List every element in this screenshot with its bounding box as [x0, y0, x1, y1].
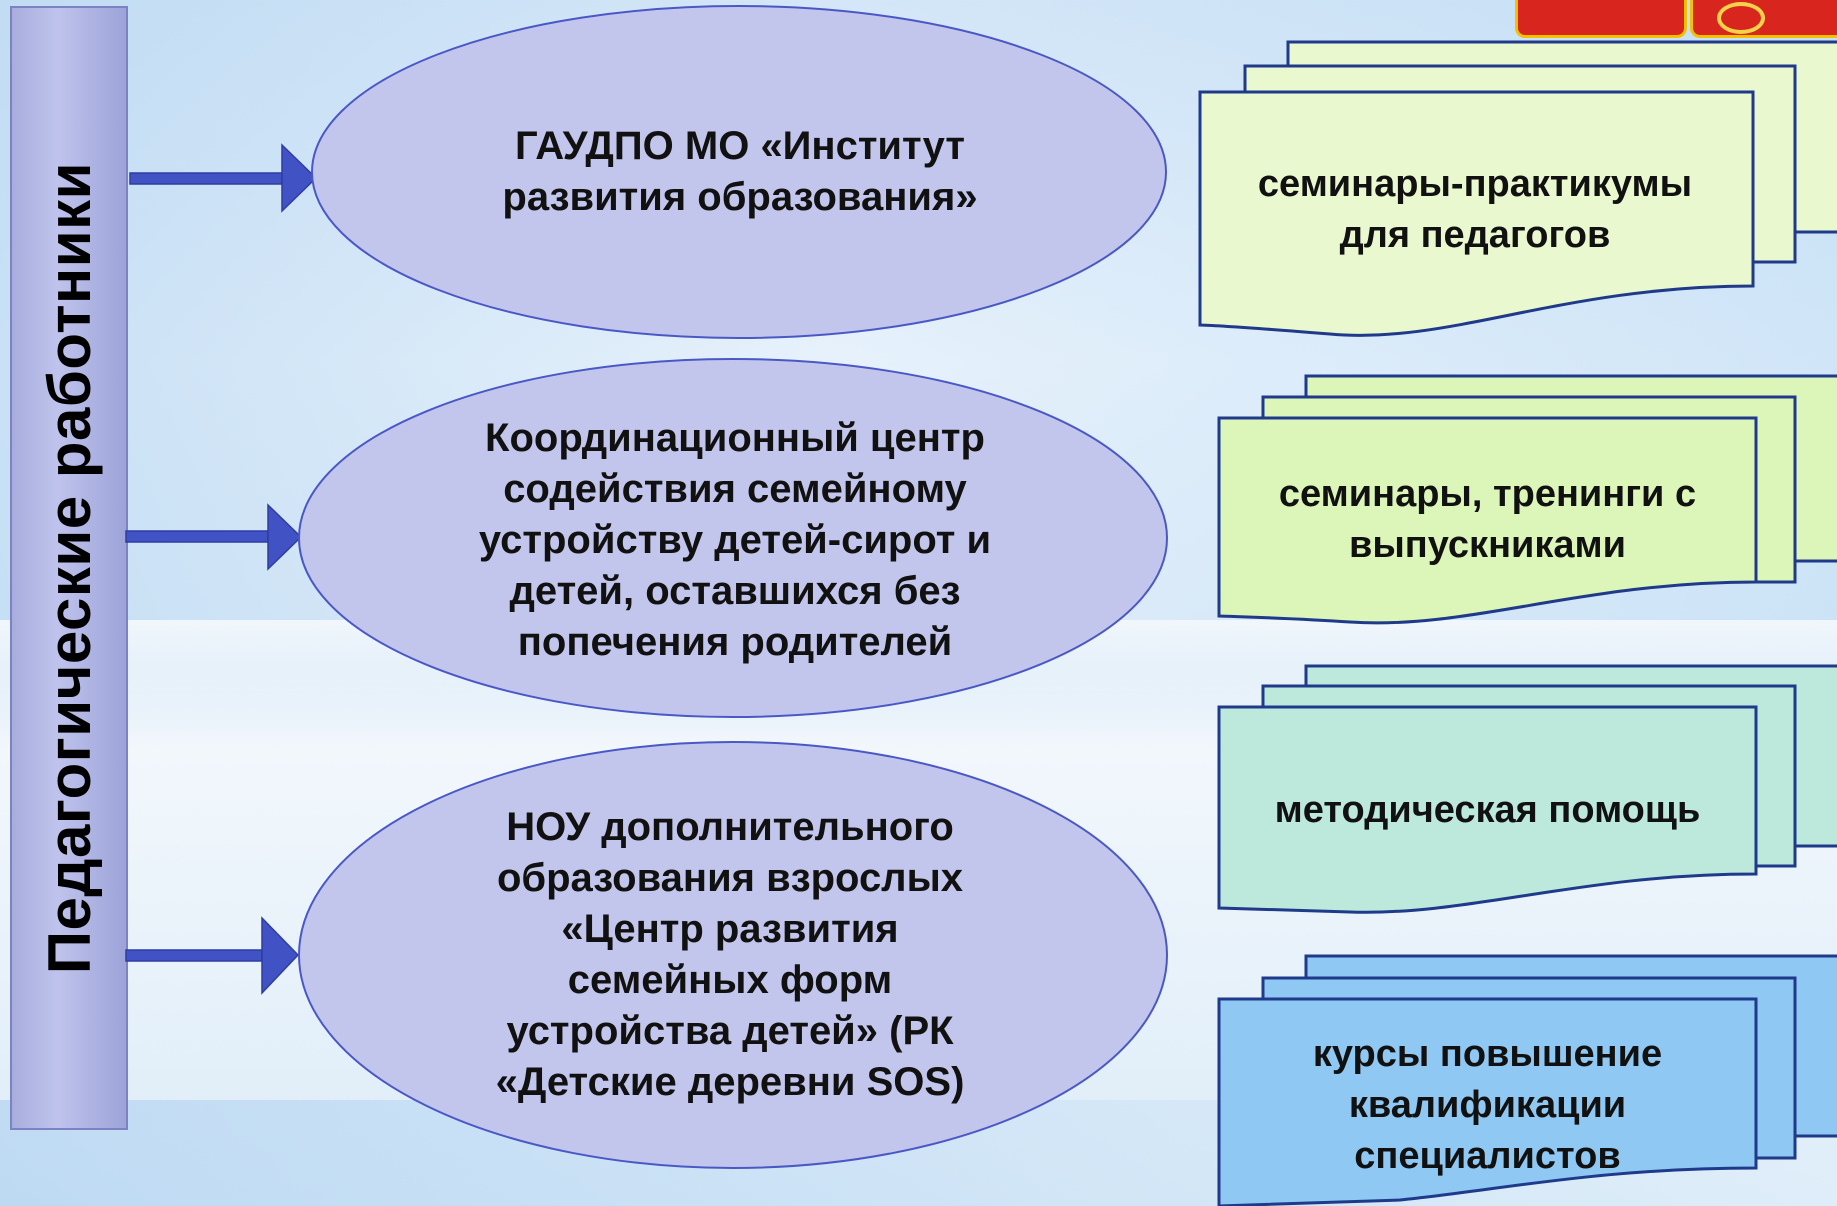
activity-card-1 — [1198, 40, 1837, 337]
emblem-icon — [1515, 0, 1687, 38]
organization-oval-2 — [298, 358, 1168, 718]
arrow-1 — [129, 143, 318, 213]
activity-label-3: методическая помощь — [1274, 788, 1701, 831]
organization-label-2: Координационный центр содействия семейно… — [478, 415, 992, 664]
activity-label-1: семинары-практикумы для педагогов — [1257, 163, 1693, 256]
organization-label-3: НОУ дополнительного образования взрослых… — [495, 805, 965, 1104]
side-bar: Педагогические работники — [10, 6, 128, 1130]
emblem-icon — [1690, 0, 1837, 38]
activity-card-4 — [1217, 954, 1837, 1206]
activity-label-2: семинары, тренинги с выпускниками — [1278, 473, 1697, 566]
activity-card-2 — [1217, 374, 1837, 625]
arrow-3 — [125, 916, 300, 995]
activity-card-3 — [1217, 664, 1837, 914]
activity-label-4: курсы повышение квалификации специалисто… — [1312, 1032, 1663, 1177]
organization-label-1: ГАУДПО МО «Институт развития образования… — [502, 124, 978, 219]
organization-oval-3 — [298, 741, 1168, 1169]
arrow-2 — [125, 503, 303, 571]
organization-oval-1 — [311, 5, 1167, 339]
